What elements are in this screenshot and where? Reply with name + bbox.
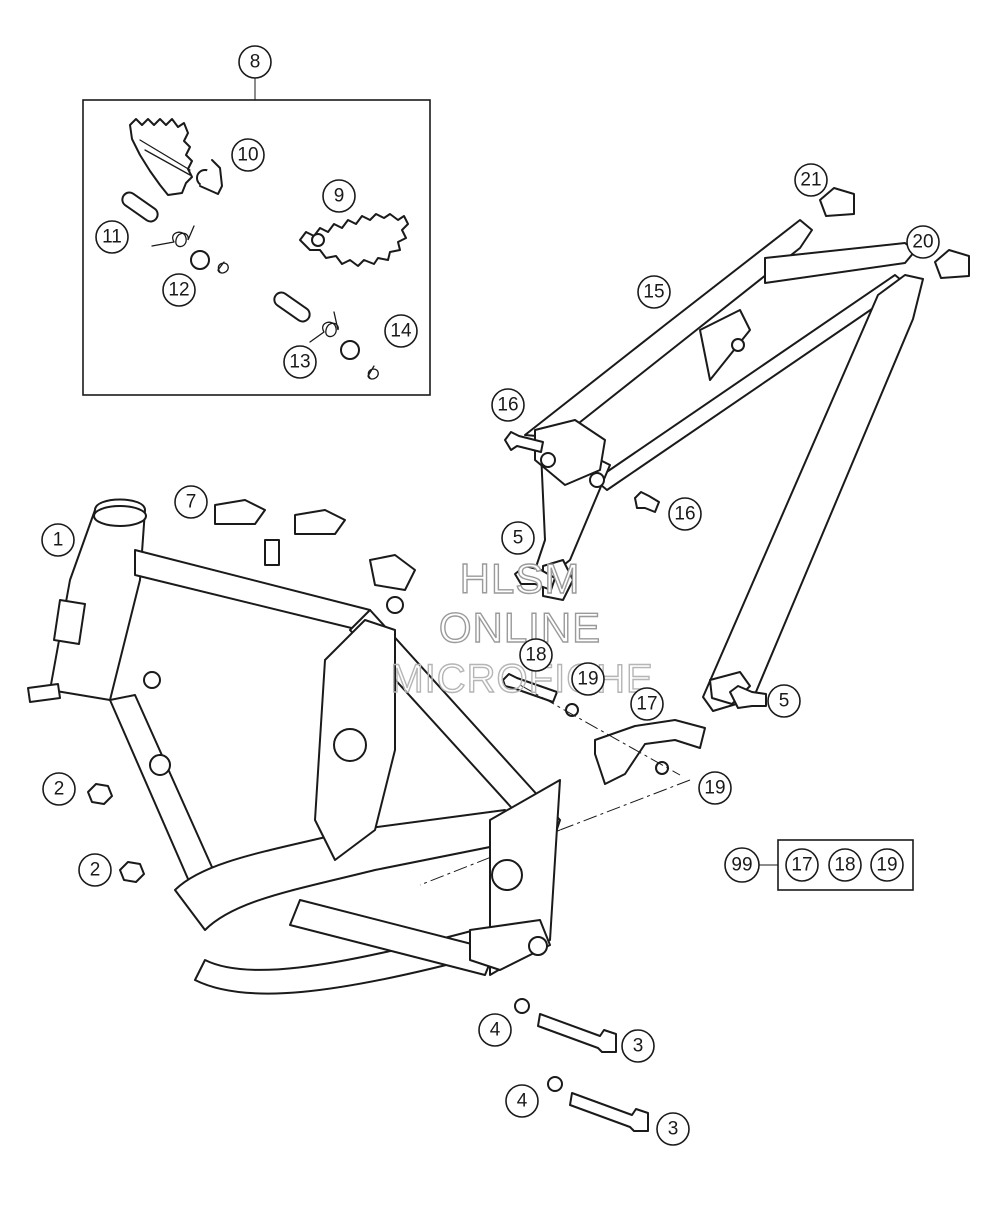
cap-20 xyxy=(934,249,970,279)
svg-text:19: 19 xyxy=(704,778,725,799)
bolt-16a xyxy=(504,431,544,453)
footpeg-right xyxy=(299,213,409,267)
callout-99: 99 xyxy=(724,847,760,883)
spring-13 xyxy=(309,311,339,343)
kit-item-18: 18 xyxy=(828,848,862,882)
watermark-line-2: ONLINE xyxy=(439,604,601,651)
callout-3a: 3 xyxy=(621,1029,655,1063)
watermark-line-3: MICROFICHE xyxy=(390,657,653,701)
svg-text:8: 8 xyxy=(250,52,261,73)
svg-text:18: 18 xyxy=(525,645,546,666)
svg-text:16: 16 xyxy=(674,504,695,525)
watermark: HLSM ONLINE MICROFICHE xyxy=(390,554,654,701)
nut-2a xyxy=(87,783,113,805)
svg-text:1: 1 xyxy=(53,530,64,551)
washer-19b xyxy=(655,761,669,775)
pin-11 xyxy=(121,191,159,223)
svg-text:2: 2 xyxy=(54,779,65,800)
callout-20: 20 xyxy=(906,225,940,259)
svg-text:16: 16 xyxy=(497,395,518,416)
svg-text:12: 12 xyxy=(168,280,189,301)
kit-item-17: 17 xyxy=(785,848,819,882)
cap-21 xyxy=(819,187,855,217)
callout-5a: 5 xyxy=(501,521,535,555)
callout-2a: 2 xyxy=(42,772,76,806)
pin-13 xyxy=(273,291,311,323)
svg-text:3: 3 xyxy=(668,1119,679,1140)
rubber-block-7b xyxy=(294,509,346,535)
bolt-16b xyxy=(634,491,660,513)
bolt-5b xyxy=(729,685,767,709)
callout-18: 18 xyxy=(519,638,553,672)
bolt-5a xyxy=(514,565,556,591)
svg-text:15: 15 xyxy=(643,282,664,303)
bolt-18 xyxy=(502,673,558,703)
clip-14 xyxy=(367,365,379,380)
callout-4b: 4 xyxy=(505,1084,539,1118)
footpeg-left xyxy=(129,118,223,196)
svg-text:14: 14 xyxy=(390,321,412,342)
callout-15: 15 xyxy=(637,275,671,309)
spring-12 xyxy=(151,225,195,248)
subframe xyxy=(524,219,924,712)
callout-17: 17 xyxy=(630,687,664,721)
svg-text:4: 4 xyxy=(517,1091,528,1112)
callout-16b: 16 xyxy=(668,497,702,531)
svg-text:7: 7 xyxy=(186,492,197,513)
callout-1: 1 xyxy=(41,523,75,557)
svg-text:17: 17 xyxy=(791,855,812,876)
callout-12: 12 xyxy=(162,273,196,307)
washer-4a xyxy=(514,998,530,1014)
callout-7: 7 xyxy=(174,485,208,519)
watermark-line-1: HLSM xyxy=(460,555,581,602)
svg-text:18: 18 xyxy=(834,855,855,876)
callout-3b: 3 xyxy=(656,1112,690,1146)
svg-text:9: 9 xyxy=(334,186,345,207)
svg-text:19: 19 xyxy=(577,669,598,690)
svg-text:2: 2 xyxy=(90,860,101,881)
svg-text:20: 20 xyxy=(912,232,933,253)
svg-text:99: 99 xyxy=(731,855,752,876)
callout-8: 8 xyxy=(238,45,272,79)
svg-text:3: 3 xyxy=(633,1036,644,1057)
svg-text:17: 17 xyxy=(636,694,657,715)
clip-12 xyxy=(217,261,229,274)
svg-text:19: 19 xyxy=(876,855,897,876)
callout-21: 21 xyxy=(794,163,828,197)
main-frame xyxy=(27,498,561,995)
svg-text:5: 5 xyxy=(779,691,790,712)
washer-4b xyxy=(547,1076,563,1092)
bolt-3b xyxy=(569,1092,649,1132)
callout-2b: 2 xyxy=(78,853,112,887)
kit-99-box xyxy=(759,839,914,891)
callout-19a: 19 xyxy=(571,662,605,696)
kit-item-19: 19 xyxy=(870,848,904,882)
callout-9: 9 xyxy=(322,179,356,213)
rubber-block-7a xyxy=(214,499,266,525)
callout-11: 11 xyxy=(95,220,129,254)
svg-text:10: 10 xyxy=(237,145,258,166)
svg-text:13: 13 xyxy=(289,352,310,373)
footpeg-kit-box xyxy=(82,78,431,396)
svg-text:5: 5 xyxy=(513,528,524,549)
svg-text:21: 21 xyxy=(800,170,821,191)
callout-13: 13 xyxy=(283,345,317,379)
callout-10: 10 xyxy=(231,138,265,172)
svg-text:11: 11 xyxy=(102,227,122,248)
bolt-3a xyxy=(537,1013,617,1053)
washer-12 xyxy=(190,250,210,270)
washer-14 xyxy=(340,340,360,360)
nut-2b xyxy=(119,861,145,883)
svg-text:4: 4 xyxy=(490,1020,501,1041)
callout-14: 14 xyxy=(384,314,418,348)
callout-16a: 16 xyxy=(491,388,525,422)
callout-4a: 4 xyxy=(478,1013,512,1047)
callout-5b: 5 xyxy=(767,684,801,718)
callout-19b: 19 xyxy=(698,771,732,805)
chain-guide-17 xyxy=(594,719,706,785)
